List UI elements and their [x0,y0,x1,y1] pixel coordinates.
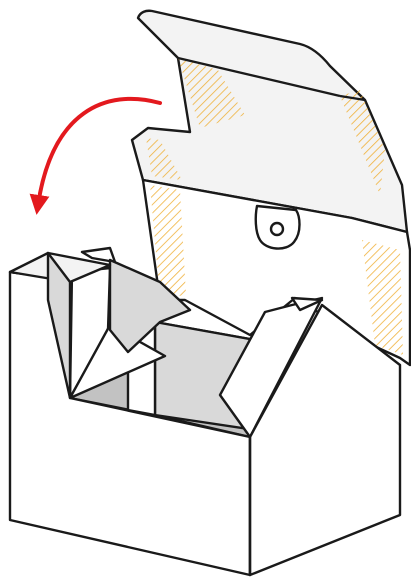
slot-hole [271,223,283,235]
